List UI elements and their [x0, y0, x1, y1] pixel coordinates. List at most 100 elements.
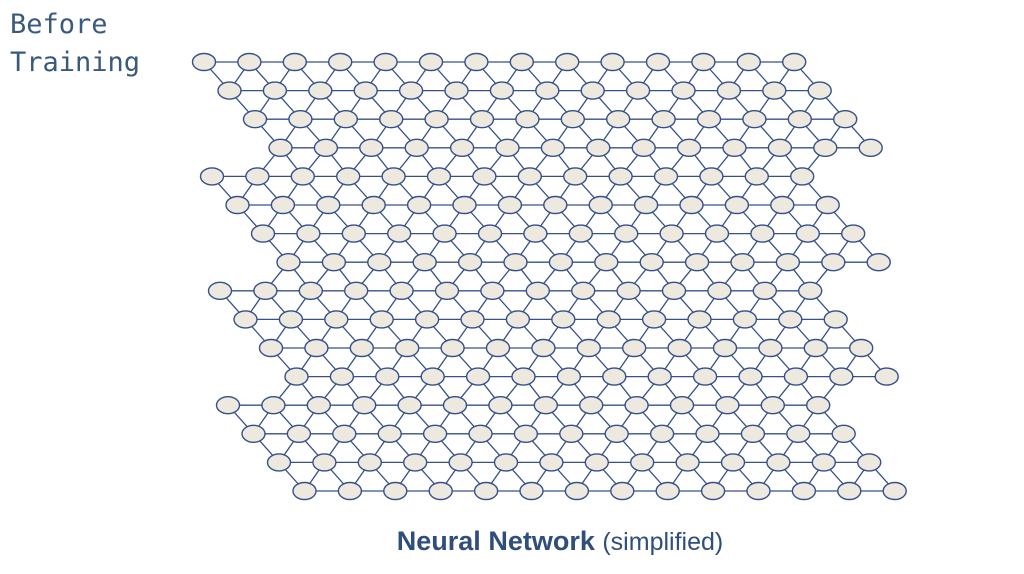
network-node — [560, 109, 585, 129]
network-node — [821, 253, 846, 272]
network-node — [432, 224, 457, 243]
network-node — [641, 310, 667, 329]
network-node — [383, 481, 408, 501]
network-node — [404, 138, 429, 158]
network-node — [687, 310, 712, 329]
network-node — [746, 481, 771, 501]
network-node — [815, 195, 840, 215]
network-node — [324, 310, 349, 329]
network-node — [760, 396, 785, 415]
network-node — [489, 81, 515, 100]
network-node — [661, 281, 687, 300]
network-node — [262, 81, 288, 100]
network-node — [633, 195, 659, 215]
network-node — [610, 481, 635, 501]
network-node — [695, 424, 720, 443]
network-node — [669, 396, 695, 415]
network-node — [477, 224, 503, 243]
network-node — [495, 138, 520, 158]
network-node — [381, 167, 406, 186]
network-node — [787, 109, 812, 129]
heading: Before Training — [10, 6, 140, 82]
network-node — [406, 195, 432, 215]
network-node — [857, 453, 882, 472]
network-node — [559, 424, 584, 443]
network-node — [237, 52, 262, 72]
caption-main: Neural Network — [396, 526, 595, 556]
network-node — [770, 195, 795, 215]
network-node — [630, 453, 655, 472]
network-node — [716, 81, 742, 100]
network-node — [511, 367, 536, 386]
network-node — [631, 138, 656, 158]
network-node — [457, 253, 483, 272]
network-node — [722, 138, 747, 158]
network-node — [684, 253, 710, 272]
network-node — [398, 81, 424, 100]
network-nodes — [191, 52, 907, 501]
network-node — [624, 396, 649, 415]
network-node — [282, 52, 307, 72]
network-node — [783, 367, 809, 386]
network-node — [513, 424, 539, 443]
network-node — [882, 481, 907, 501]
network-node — [649, 424, 675, 443]
network-node — [258, 338, 284, 358]
network-node — [449, 138, 475, 158]
network-node — [276, 253, 301, 272]
network-node — [795, 224, 820, 243]
network-node — [831, 424, 856, 443]
network-node — [434, 281, 460, 300]
network-node — [736, 52, 761, 72]
network-node — [270, 195, 296, 215]
network-node — [580, 81, 605, 100]
network-node — [292, 481, 317, 501]
network-node — [604, 424, 629, 443]
network-node — [874, 367, 899, 386]
network-node — [786, 424, 811, 443]
network-node — [533, 396, 558, 415]
network-node — [328, 52, 353, 72]
network-node — [696, 109, 722, 129]
network-node — [199, 167, 225, 186]
network-node — [564, 481, 590, 501]
network-node — [373, 52, 398, 72]
network-node — [807, 81, 832, 100]
network-node — [803, 338, 828, 358]
network-node — [316, 195, 341, 215]
network-node — [469, 109, 495, 129]
network-node — [586, 138, 611, 158]
network-node — [497, 195, 523, 215]
network-node — [540, 138, 566, 158]
network-node — [866, 253, 891, 272]
network-node — [225, 195, 250, 215]
network-node — [720, 453, 746, 472]
network-node — [286, 424, 312, 443]
network-node — [750, 224, 775, 243]
network-node — [313, 138, 339, 158]
network-node — [782, 52, 807, 72]
network-node — [837, 481, 862, 501]
network-node — [472, 167, 497, 186]
network-node — [465, 367, 491, 386]
network-node — [555, 52, 580, 72]
network-node — [379, 109, 404, 129]
network-node — [337, 481, 363, 501]
network-node — [849, 338, 874, 358]
network-node — [539, 453, 564, 472]
network-node — [704, 224, 730, 243]
network-node — [625, 81, 651, 100]
network-node — [266, 453, 292, 472]
network-node — [250, 224, 276, 243]
network-node — [367, 253, 392, 272]
network-node — [349, 338, 374, 358]
network-node — [207, 281, 233, 300]
network-node — [790, 167, 815, 186]
network-node — [858, 138, 883, 158]
network-node — [359, 138, 384, 158]
network-node — [298, 281, 323, 300]
network-node — [767, 138, 793, 158]
network-node — [517, 167, 542, 186]
network-node — [344, 281, 369, 300]
network-node — [523, 224, 548, 243]
